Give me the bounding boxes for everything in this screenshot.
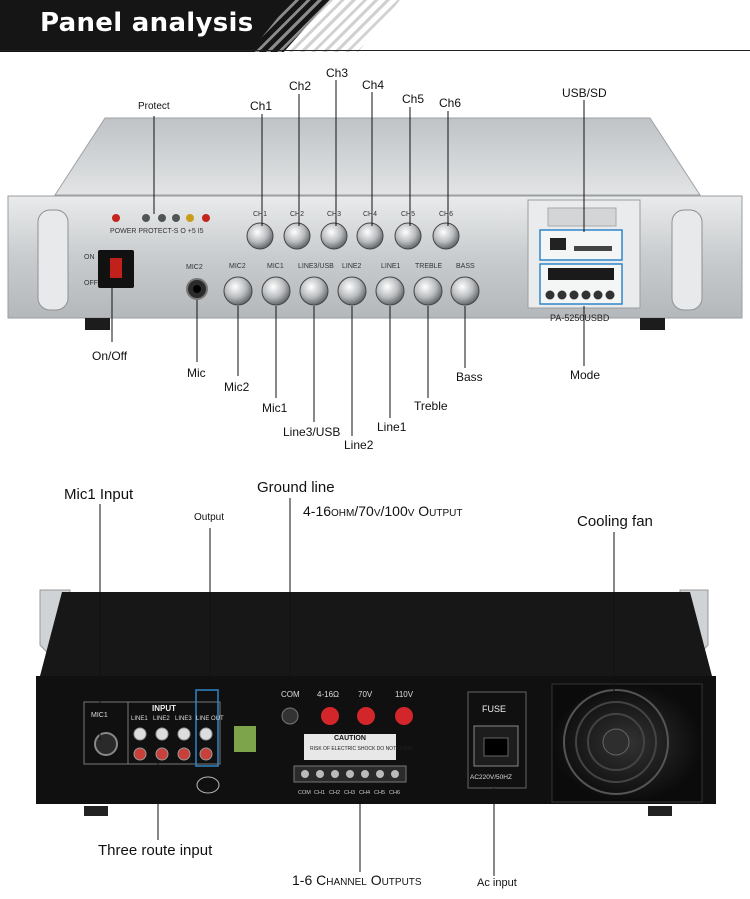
callout-output: Output [194, 512, 225, 523]
callout-mic1: Mic1 [262, 401, 288, 415]
rear-line2-label: LINE2 [153, 716, 170, 722]
callout-usb-sd: USB/SD [562, 86, 607, 100]
rear-4-16-terminal: 4-16Ω [317, 690, 339, 699]
callout-ac-input: Ac input [477, 877, 517, 889]
callout-cooling-fan: Cooling fan [577, 513, 653, 530]
indicator-labels: POWER PROTECT-S O +5 I5 [110, 228, 204, 235]
callout-mic: Mic [187, 366, 206, 380]
panel-ch6-label: CH6 [439, 211, 454, 218]
panel-line1-knob-label: LINE1 [381, 263, 401, 270]
strip-com-label: COM [298, 790, 311, 796]
panel-ch5-label: CH5 [401, 211, 416, 218]
callout-mic1-input: Mic1 Input [64, 486, 134, 503]
rear-input-label: INPUT [152, 704, 176, 713]
rear-70v-terminal: 70V [358, 690, 373, 699]
callout-ch2: Ch2 [289, 79, 312, 93]
page-title: Panel analysis [40, 8, 254, 38]
panel-line3-knob-label: LINE3/USB [298, 263, 334, 270]
callout-treble: Treble [414, 399, 448, 413]
callout-ch6: Ch6 [439, 96, 462, 110]
strip-ch4-label: CH4 [359, 790, 371, 796]
rear-panel [36, 589, 716, 816]
switch-off-label: OFF [84, 280, 98, 287]
panel-bass-knob-label: BASS [456, 263, 475, 270]
model-label: PA-5250USBD [550, 313, 610, 323]
callout-ground-line: Ground line [257, 479, 335, 496]
rear-com-terminal: COM [281, 690, 300, 699]
callout-ch4: Ch4 [362, 78, 385, 92]
panel-ch3-label: CH3 [327, 211, 342, 218]
callout-mic2: Mic2 [224, 380, 250, 394]
strip-ch3-label: CH3 [344, 790, 356, 796]
panel-line2-knob-label: LINE2 [342, 263, 362, 270]
switch-on-label: ON [84, 254, 95, 261]
panel-ch4-label: CH4 [363, 211, 378, 218]
callout-channel-outputs: 1-6 Channel Outputs [292, 872, 422, 888]
callout-ch3: Ch3 [326, 66, 349, 80]
callout-three-route-input: Three route input [98, 842, 213, 859]
front-panel [7, 117, 743, 330]
panel-ch1-label: CH1 [253, 211, 268, 218]
rear-leader-lines [99, 498, 615, 876]
rear-110v-terminal: 110V [395, 690, 414, 699]
strip-ch2-label: CH2 [329, 790, 341, 796]
strip-ch6-label: CH6 [389, 790, 401, 796]
rear-lineout-label: LINE OUT [196, 716, 224, 722]
ac-rating-label: AC220V/50HZ [470, 774, 512, 781]
callout-line3-usb: Line3/USB [283, 425, 341, 439]
caution-text: RISK OF ELECTRIC SHOCK DO NOT OPEN [310, 746, 412, 752]
title-banner: Panel analysis [0, 0, 750, 52]
callout-speaker-output: 4-16ohm/70v/100v Output [303, 503, 463, 519]
callout-ch1: Ch1 [250, 99, 273, 113]
panel-mic1-knob-label: MIC1 [267, 263, 284, 270]
rear-mic1-label: MIC1 [91, 712, 108, 719]
rear-line1-label: LINE1 [131, 716, 148, 722]
front-leader-lines [111, 80, 585, 436]
callout-line1: Line1 [377, 420, 407, 434]
strip-ch1-label: CH1 [314, 790, 326, 796]
callout-bass: Bass [456, 370, 483, 384]
panel-mic2-knob-label: MIC2 [229, 263, 246, 270]
banner-rule [0, 50, 750, 51]
caution-label: CAUTION [334, 735, 366, 742]
callout-ch5: Ch5 [402, 92, 425, 106]
panel-treble-knob-label: TREBLE [415, 263, 443, 270]
rear-line3-label: LINE3 [175, 716, 192, 722]
callout-line2: Line2 [344, 438, 374, 452]
panel-ch2-label: CH2 [290, 211, 305, 218]
callout-protect: Protect [138, 101, 170, 112]
callout-mode: Mode [570, 368, 601, 382]
fuse-label: FUSE [482, 704, 507, 714]
strip-ch5-label: CH5 [374, 790, 386, 796]
callout-on-off: On/Off [92, 349, 128, 363]
mic-jack-label: MIC2 [186, 264, 203, 271]
